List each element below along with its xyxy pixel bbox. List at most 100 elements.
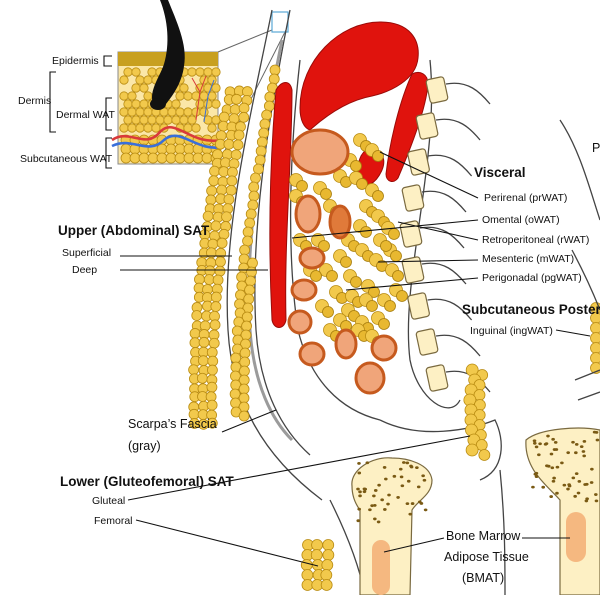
fat-cell xyxy=(212,84,220,92)
fat-cell xyxy=(211,302,221,312)
fat-cell xyxy=(132,116,140,124)
vertebra xyxy=(426,364,449,391)
fat-cell xyxy=(211,292,221,302)
fat-cell xyxy=(391,251,402,262)
fat-cell xyxy=(215,266,225,276)
fat-cell xyxy=(192,310,202,320)
marrow-spot xyxy=(531,486,535,489)
fat-cell xyxy=(591,333,600,344)
marrow-spot xyxy=(585,497,589,500)
fat-cell xyxy=(253,164,263,174)
fat-cell xyxy=(164,116,172,124)
marrow-spot xyxy=(410,466,414,469)
posterior-outline xyxy=(560,120,600,220)
fat-cell xyxy=(367,301,378,312)
fat-cell xyxy=(152,124,160,132)
fat-cell xyxy=(184,153,194,163)
fat-cell xyxy=(189,365,199,375)
fat-cell xyxy=(208,239,218,249)
marrow-spot xyxy=(549,495,553,498)
fat-cell xyxy=(323,540,334,551)
marrow-spot xyxy=(411,502,415,505)
fat-cell xyxy=(341,257,352,268)
fat-cell xyxy=(156,116,164,124)
fat-cell xyxy=(144,76,152,84)
fat-cell xyxy=(302,570,313,581)
fat-cell xyxy=(121,144,131,154)
upper-sat-labels: Upper (Abdominal) SAT Superficial Deep xyxy=(58,223,210,276)
marrow-spot xyxy=(580,445,584,448)
spinous-process xyxy=(446,83,490,104)
scarpa-label-line2: (gray) xyxy=(128,439,161,453)
marrow-spot xyxy=(582,450,586,453)
marrow-spot xyxy=(556,466,560,469)
fat-cell xyxy=(247,258,257,268)
marrow-spot xyxy=(553,448,557,451)
fat-cell xyxy=(172,100,180,108)
fat-cell xyxy=(351,161,362,172)
upper-sat-heading: Upper (Abdominal) SAT xyxy=(58,223,210,238)
fat-cell xyxy=(321,580,332,591)
fat-cell xyxy=(190,338,200,348)
femur-front-shaft xyxy=(352,458,432,595)
lower-sat-heading: Lower (Gluteofemoral) SAT xyxy=(60,474,235,489)
skin-labels: Epidermis Dermis Dermal WAT Subcutaneous… xyxy=(18,55,116,168)
fat-cell xyxy=(207,382,217,392)
fat-cell xyxy=(312,540,323,551)
fat-cell xyxy=(136,124,144,132)
fat-cell xyxy=(245,218,255,228)
fat-cell xyxy=(327,271,338,282)
fat-cell xyxy=(166,153,176,163)
marrow-spot xyxy=(357,472,361,475)
marrow-spot xyxy=(560,461,564,464)
spinous-process xyxy=(436,119,480,140)
vertebra xyxy=(416,328,439,355)
marrow-spot xyxy=(393,475,397,478)
edge-glyph: P xyxy=(592,141,600,155)
fat-cell xyxy=(591,323,600,334)
fat-cell xyxy=(180,84,188,92)
vertebra xyxy=(402,184,425,211)
fat-cell xyxy=(166,144,176,154)
marrow-spot xyxy=(571,441,575,444)
fat-cell xyxy=(260,119,270,129)
fat-cell xyxy=(246,267,256,277)
fat-cell xyxy=(200,108,208,116)
fat-cell xyxy=(373,151,384,162)
fat-cell xyxy=(257,137,267,147)
marrow-spot xyxy=(550,466,554,469)
perigonadal-label: Perigonadal (pgWAT) xyxy=(482,272,582,284)
spinous-process xyxy=(420,227,464,248)
marrow-spot xyxy=(594,493,598,496)
marrow-spot xyxy=(366,461,370,464)
fat-cell xyxy=(184,124,192,132)
fat-cell xyxy=(132,84,140,92)
fat-cell xyxy=(215,257,225,267)
fat-cell xyxy=(591,353,600,364)
intestine-loop-6 xyxy=(336,330,356,358)
marrow-spot xyxy=(408,513,412,516)
epidermis-label: Epidermis xyxy=(52,55,99,67)
fat-cell xyxy=(389,229,400,240)
leader-inguinal xyxy=(556,330,590,336)
fat-cell xyxy=(249,182,259,192)
fat-cell xyxy=(175,153,185,163)
fat-cell xyxy=(379,319,390,330)
fat-cell xyxy=(208,124,216,132)
fat-cell xyxy=(140,84,148,92)
fat-cell xyxy=(157,153,167,163)
fat-cell xyxy=(239,112,249,122)
fat-cell xyxy=(265,92,275,102)
fat-cell xyxy=(190,328,200,338)
fat-cell xyxy=(207,186,217,196)
fat-cell xyxy=(212,100,220,108)
fat-cell xyxy=(196,68,204,76)
mesenteric-label: Mesenteric (mWAT) xyxy=(482,253,574,265)
marrow-spot xyxy=(545,442,549,445)
fat-cell xyxy=(323,307,334,318)
superficial-label: Superficial xyxy=(62,247,111,259)
fat-cell xyxy=(393,271,404,282)
fat-cell xyxy=(243,227,253,237)
scarpa-labels: Scarpa’s Fascia (gray) xyxy=(128,417,217,453)
marrow-spot xyxy=(595,499,599,502)
